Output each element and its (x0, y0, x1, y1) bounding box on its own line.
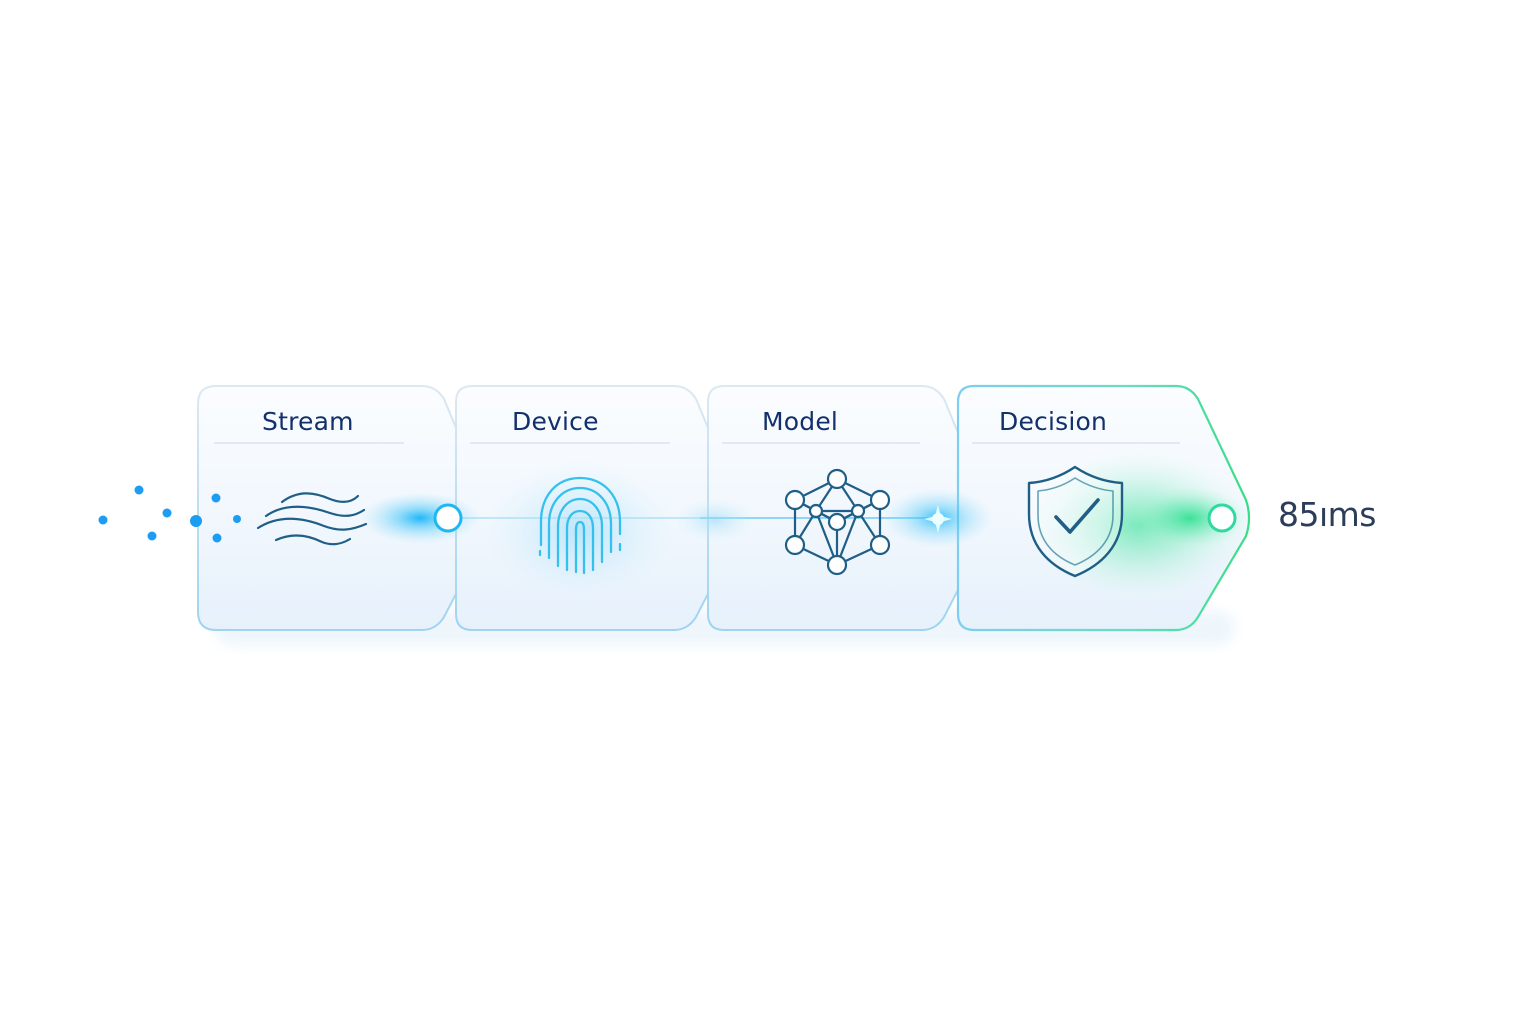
stage-title-stream: Stream (262, 407, 354, 436)
node-glow (675, 498, 755, 542)
stage-card-device (455, 385, 742, 631)
flow-node (1207, 503, 1237, 533)
stage-title-device: Device (512, 407, 599, 436)
shield-check-icon (1027, 465, 1124, 578)
stage-title-model: Model (762, 407, 839, 436)
wave-lines-icon (256, 492, 368, 546)
node-glow (1130, 486, 1250, 550)
network-graph-icon (784, 468, 891, 576)
latency-readout: 85ıms (1278, 495, 1377, 534)
stage-card-model (707, 385, 990, 631)
stage-card-stream (197, 385, 490, 631)
flow-node (433, 503, 463, 533)
data-particles (98, 485, 241, 543)
sparkle-icon (924, 505, 952, 533)
fingerprint-icon (538, 476, 622, 575)
stage-title-decision: Decision (999, 407, 1108, 436)
